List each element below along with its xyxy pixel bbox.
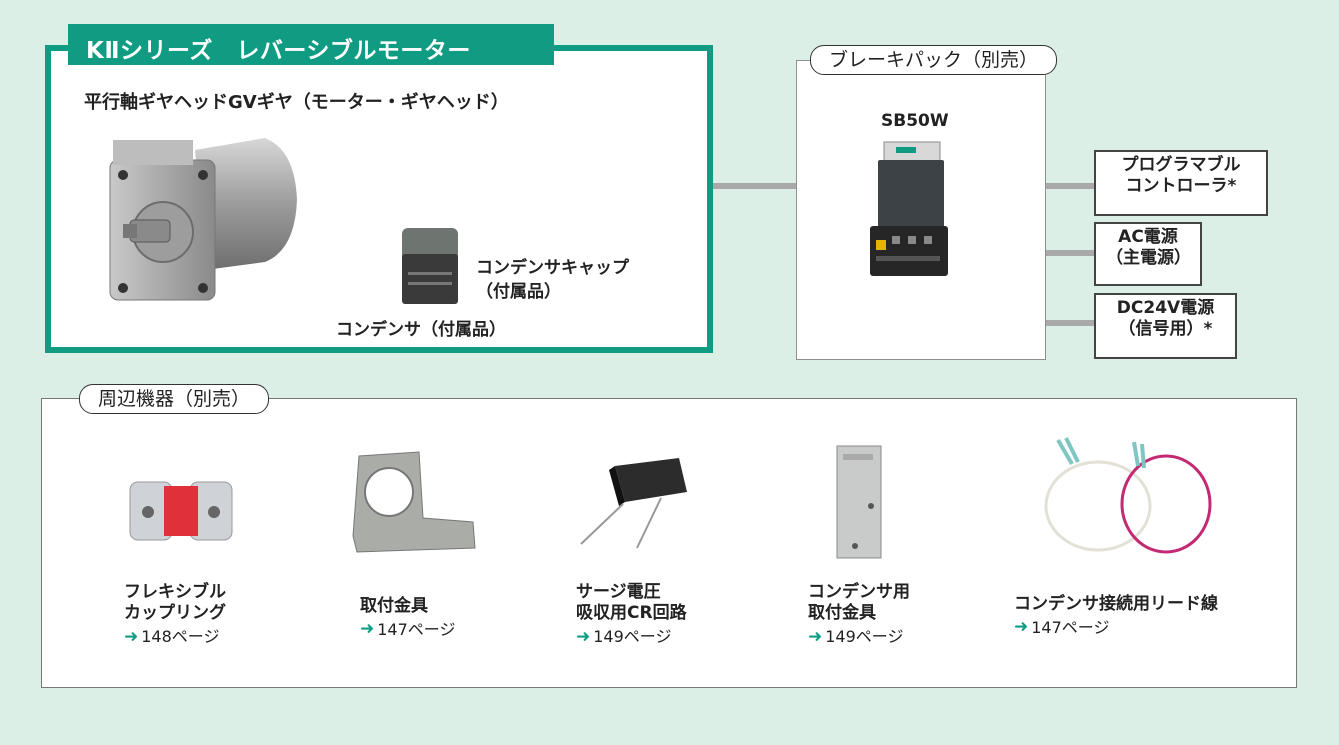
item-coupling-line2: カップリング [124,603,226,624]
item-bracket: 取付金具 ➜147ページ [360,596,455,641]
coupling-image [129,481,233,541]
item-coupling: フレキシブル カップリング ➜148ページ [124,582,226,648]
item-cr-line1: サージ電圧 [576,582,661,602]
peripherals-title: 周辺機器（別売） [79,384,270,414]
item-bracket-page: 147ページ [377,619,456,639]
cap-label-line1: コンデンサキャップ [476,258,629,278]
output-ac-power: AC電源 （主電源） [1094,222,1202,286]
output-controller: プログラマブル コントローラ* [1094,150,1268,216]
item-coupling-line1: フレキシブル [124,582,226,602]
mounting-bracket-image [352,451,476,553]
item-cr-page: 149ページ [593,627,672,647]
arrow-right-icon: ➜ [576,626,591,647]
lead-wires-image [1044,437,1212,554]
series-title: KⅡシリーズ レバーシブルモーター [86,38,471,64]
arrow-right-icon: ➜ [808,626,823,647]
item-lead-page: 147ページ [1031,617,1110,637]
item-cap-bracket: コンデンサ用 取付金具 ➜149ページ [808,582,910,648]
cap-label: コンデンサキャップ （付属品） [476,258,629,303]
item-lead-line1: コンデンサ接続用リード線 [1014,594,1218,614]
cap-label-line2: （付属品） [476,282,561,303]
item-lead-ref[interactable]: ➜147ページ [1014,617,1218,638]
item-bracket-ref[interactable]: ➜147ページ [360,619,455,640]
item-cap-bracket-line1: コンデンサ用 [808,582,910,602]
item-coupling-ref[interactable]: ➜148ページ [124,627,226,648]
capacitor-image [402,228,458,304]
arrow-right-icon: ➜ [124,626,139,647]
arrow-right-icon: ➜ [1014,617,1029,638]
output-dc-line2: （信号用）* [1118,319,1213,340]
peripherals-box [41,398,1297,688]
item-bracket-line1: 取付金具 [360,596,428,616]
item-cr-line2: 吸収用CR回路 [576,603,687,624]
item-cap-bracket-line2: 取付金具 [808,603,876,624]
output-controller-line2: コントローラ* [1125,176,1237,197]
output-dc-line1: DC24V電源 [1116,298,1215,318]
output-ac-line2: （主電源） [1106,248,1191,269]
arrow-right-icon: ➜ [360,619,375,640]
item-cr-circuit: サージ電圧 吸収用CR回路 ➜149ページ [576,582,687,648]
item-cap-bracket-page: 149ページ [825,627,904,647]
item-lead-wire: コンデンサ接続用リード線 ➜147ページ [1014,594,1218,639]
output-dc-power: DC24V電源 （信号用）* [1094,293,1237,359]
motor-label: 平行軸ギヤヘッドGVギヤ（モーター・ギヤヘッド） [84,92,509,113]
output-controller-line1: プログラマブル [1121,155,1241,175]
item-cap-bracket-ref[interactable]: ➜149ページ [808,627,910,648]
capacitor-label: コンデンサ（付属品） [336,320,506,340]
brake-model: SB50W [881,111,949,131]
motor-gearhead-image [109,138,297,301]
item-coupling-page: 148ページ [141,627,220,647]
item-cr-ref[interactable]: ➜149ページ [576,627,687,648]
brake-pack-image [870,141,948,276]
surge-absorber-image [580,458,687,549]
capacitor-bracket-image [836,445,882,559]
series-title-tab: KⅡシリーズ レバーシブルモーター [68,24,554,65]
brake-pack-title: ブレーキパック（別売） [810,45,1058,75]
output-ac-line1: AC電源 [1118,227,1178,247]
